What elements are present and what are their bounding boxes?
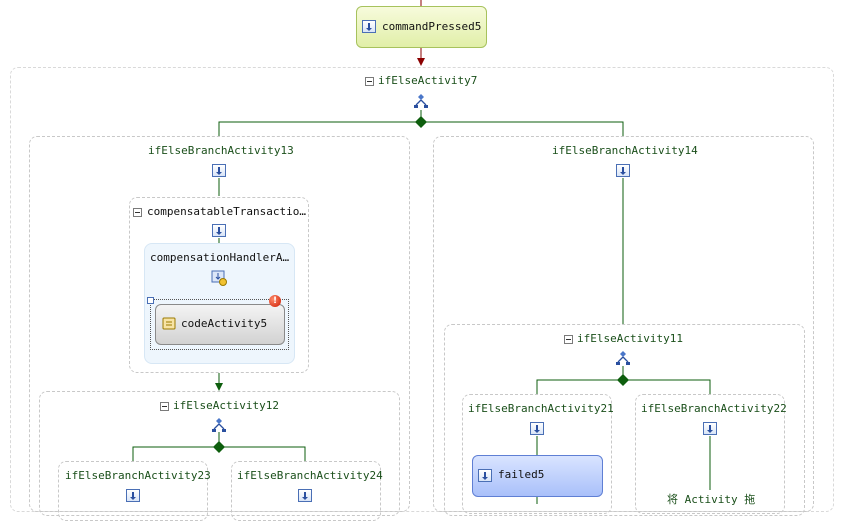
if-else-11-icon bbox=[616, 351, 630, 365]
collapse-compensatable-icon[interactable] bbox=[133, 208, 142, 217]
branch-23-label: ifElseBranchActivity23 bbox=[65, 469, 211, 482]
failed-label: failed5 bbox=[498, 468, 545, 481]
collapse-if-else-12-icon[interactable] bbox=[160, 402, 169, 411]
compensation-handler-label: compensationHandlerA… bbox=[150, 251, 290, 264]
branch-13-label: ifElseBranchActivity13 bbox=[148, 144, 294, 157]
event-driven-icon bbox=[362, 20, 376, 33]
branch-22-sequence-icon bbox=[703, 422, 717, 435]
drop-activity-hint: 将 Activity 拖 bbox=[667, 493, 756, 506]
compensatable-sequence-icon bbox=[212, 224, 226, 237]
workflow-designer-canvas: commandPressed5 ifElseActivity7 ifElseBr… bbox=[10, 0, 834, 521]
if-else-12-label: ifElseActivity12 bbox=[173, 399, 279, 412]
failed-state-icon bbox=[478, 469, 492, 482]
branch-21-label: ifElseBranchActivity21 bbox=[468, 402, 614, 415]
selection-frame bbox=[150, 299, 289, 350]
branch-13-sequence-icon bbox=[212, 164, 226, 177]
connector-lines bbox=[132, 0, 711, 504]
branch-14-sequence-icon bbox=[616, 164, 630, 177]
command-pressed-activity[interactable]: commandPressed5 bbox=[356, 6, 487, 48]
code-activity-5[interactable]: codeActivity5 bbox=[155, 304, 285, 345]
branch-23-sequence-icon bbox=[126, 489, 140, 502]
branch-24-label: ifElseBranchActivity24 bbox=[237, 469, 383, 482]
code-scroll-icon bbox=[162, 317, 176, 330]
branch-14-label: ifElseBranchActivity14 bbox=[552, 144, 698, 157]
code-activity-label: codeActivity5 bbox=[181, 317, 268, 330]
if-else-7-label: ifElseActivity7 bbox=[378, 74, 478, 87]
error-icon[interactable]: ! bbox=[269, 295, 281, 307]
if-else-7-icon bbox=[414, 94, 428, 108]
compensatable-transaction-scope[interactable] bbox=[129, 197, 309, 373]
failed-activity[interactable]: failed5 bbox=[472, 455, 603, 497]
if-else-12-icon bbox=[212, 418, 226, 432]
branch-24-sequence-icon bbox=[298, 489, 312, 502]
if-else-11-label: ifElseActivity11 bbox=[577, 332, 683, 345]
command-pressed-label: commandPressed5 bbox=[382, 20, 482, 33]
branch-22-label: ifElseBranchActivity22 bbox=[641, 402, 787, 415]
selection-handle[interactable] bbox=[147, 297, 154, 304]
branch-21-sequence-icon bbox=[530, 422, 544, 435]
collapse-if-else-7-icon[interactable] bbox=[365, 77, 374, 86]
collapse-if-else-11-icon[interactable] bbox=[564, 335, 573, 344]
compensation-handler-icon bbox=[211, 270, 227, 286]
compensatable-tx-label: compensatableTransactio… bbox=[147, 205, 306, 218]
